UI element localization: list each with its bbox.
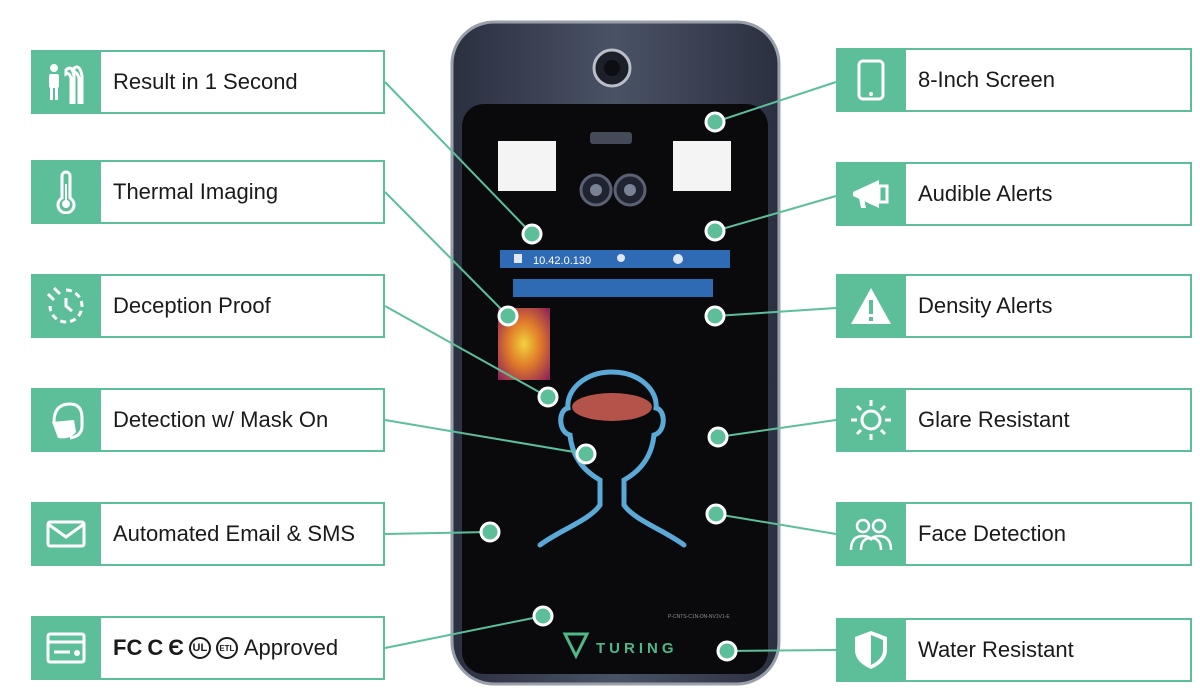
face-mask-icon bbox=[31, 388, 101, 452]
device-ip-address: 10.42.0.130 bbox=[533, 255, 591, 267]
feature-result-in-1-second: Result in 1 Second bbox=[31, 50, 385, 114]
callout-dot bbox=[705, 503, 727, 525]
callout-dot bbox=[537, 386, 559, 408]
people-queue-icon bbox=[31, 50, 101, 114]
feature-automated-email-sms: Automated Email & SMS bbox=[31, 502, 385, 566]
feature-audible-alerts: Audible Alerts bbox=[836, 162, 1192, 226]
device-status-bar bbox=[500, 250, 730, 268]
feature-label: Detection w/ Mask On bbox=[101, 388, 385, 452]
warning-triangle-icon bbox=[836, 274, 906, 338]
feature-thermal-imaging: Thermal Imaging bbox=[31, 160, 385, 224]
tablet-icon bbox=[836, 48, 906, 112]
feature-approved: FC C Є UL ETL Approved bbox=[31, 616, 385, 680]
device-panel-icon bbox=[31, 616, 101, 680]
callout-dot bbox=[707, 426, 729, 448]
callout-dot bbox=[532, 605, 554, 627]
fcc-logo: FC bbox=[113, 635, 143, 660]
thermometer-icon bbox=[31, 160, 101, 224]
feature-label: 8-Inch Screen bbox=[906, 48, 1192, 112]
feature-water-resistant: Water Resistant bbox=[836, 618, 1192, 682]
feature-label: Glare Resistant bbox=[906, 388, 1192, 452]
forehead-measure-spot bbox=[572, 393, 652, 421]
ce-logo-e: Є bbox=[168, 635, 184, 660]
callout-dot bbox=[575, 443, 597, 465]
sun-icon bbox=[836, 388, 906, 452]
callout-dot bbox=[704, 220, 726, 242]
callout-dot bbox=[479, 521, 501, 543]
callout-dot bbox=[521, 223, 543, 245]
device-screen bbox=[462, 104, 768, 674]
callout-dot bbox=[716, 640, 738, 662]
feature-deception-proof: Deception Proof bbox=[31, 274, 385, 338]
shield-icon bbox=[836, 618, 906, 682]
callout-dot bbox=[497, 305, 519, 327]
envelope-icon bbox=[31, 502, 101, 566]
target-clock-icon bbox=[31, 274, 101, 338]
feature-glare-resistant: Glare Resistant bbox=[836, 388, 1192, 452]
feature-label: Audible Alerts bbox=[906, 162, 1192, 226]
certification-logos: FC C Є UL ETL bbox=[113, 635, 238, 661]
feature-face-detection: Face Detection bbox=[836, 502, 1192, 566]
ce-logo-c: C bbox=[147, 635, 164, 660]
etl-logo: ETL bbox=[215, 637, 238, 659]
ul-logo: UL bbox=[188, 637, 211, 659]
face-outline bbox=[537, 369, 687, 548]
feature-label: Approved bbox=[243, 635, 339, 660]
turing-logo-icon bbox=[562, 632, 590, 660]
feature-label: Thermal Imaging bbox=[101, 160, 385, 224]
feature-label: Deception Proof bbox=[101, 274, 385, 338]
feature-detection-mask-on: Detection w/ Mask On bbox=[31, 388, 385, 452]
feature-8-inch-screen: 8-Inch Screen bbox=[836, 48, 1192, 112]
megaphone-icon bbox=[836, 162, 906, 226]
feature-label: Automated Email & SMS bbox=[101, 502, 385, 566]
svg-text:P-CNTS-C1N-DN-NV1V1-E: P-CNTS-C1N-DN-NV1V1-E bbox=[668, 614, 730, 620]
callout-dot bbox=[704, 305, 726, 327]
feature-label-approved: FC C Є UL ETL Approved bbox=[101, 616, 385, 680]
feature-label: Result in 1 Second bbox=[101, 50, 385, 114]
feature-label: Density Alerts bbox=[906, 274, 1192, 338]
feature-label: Water Resistant bbox=[906, 618, 1192, 682]
device-brand: TURING bbox=[596, 640, 678, 657]
callout-dot bbox=[704, 111, 726, 133]
feature-label: Face Detection bbox=[906, 502, 1192, 566]
group-people-icon bbox=[836, 502, 906, 566]
feature-density-alerts: Density Alerts bbox=[836, 274, 1192, 338]
